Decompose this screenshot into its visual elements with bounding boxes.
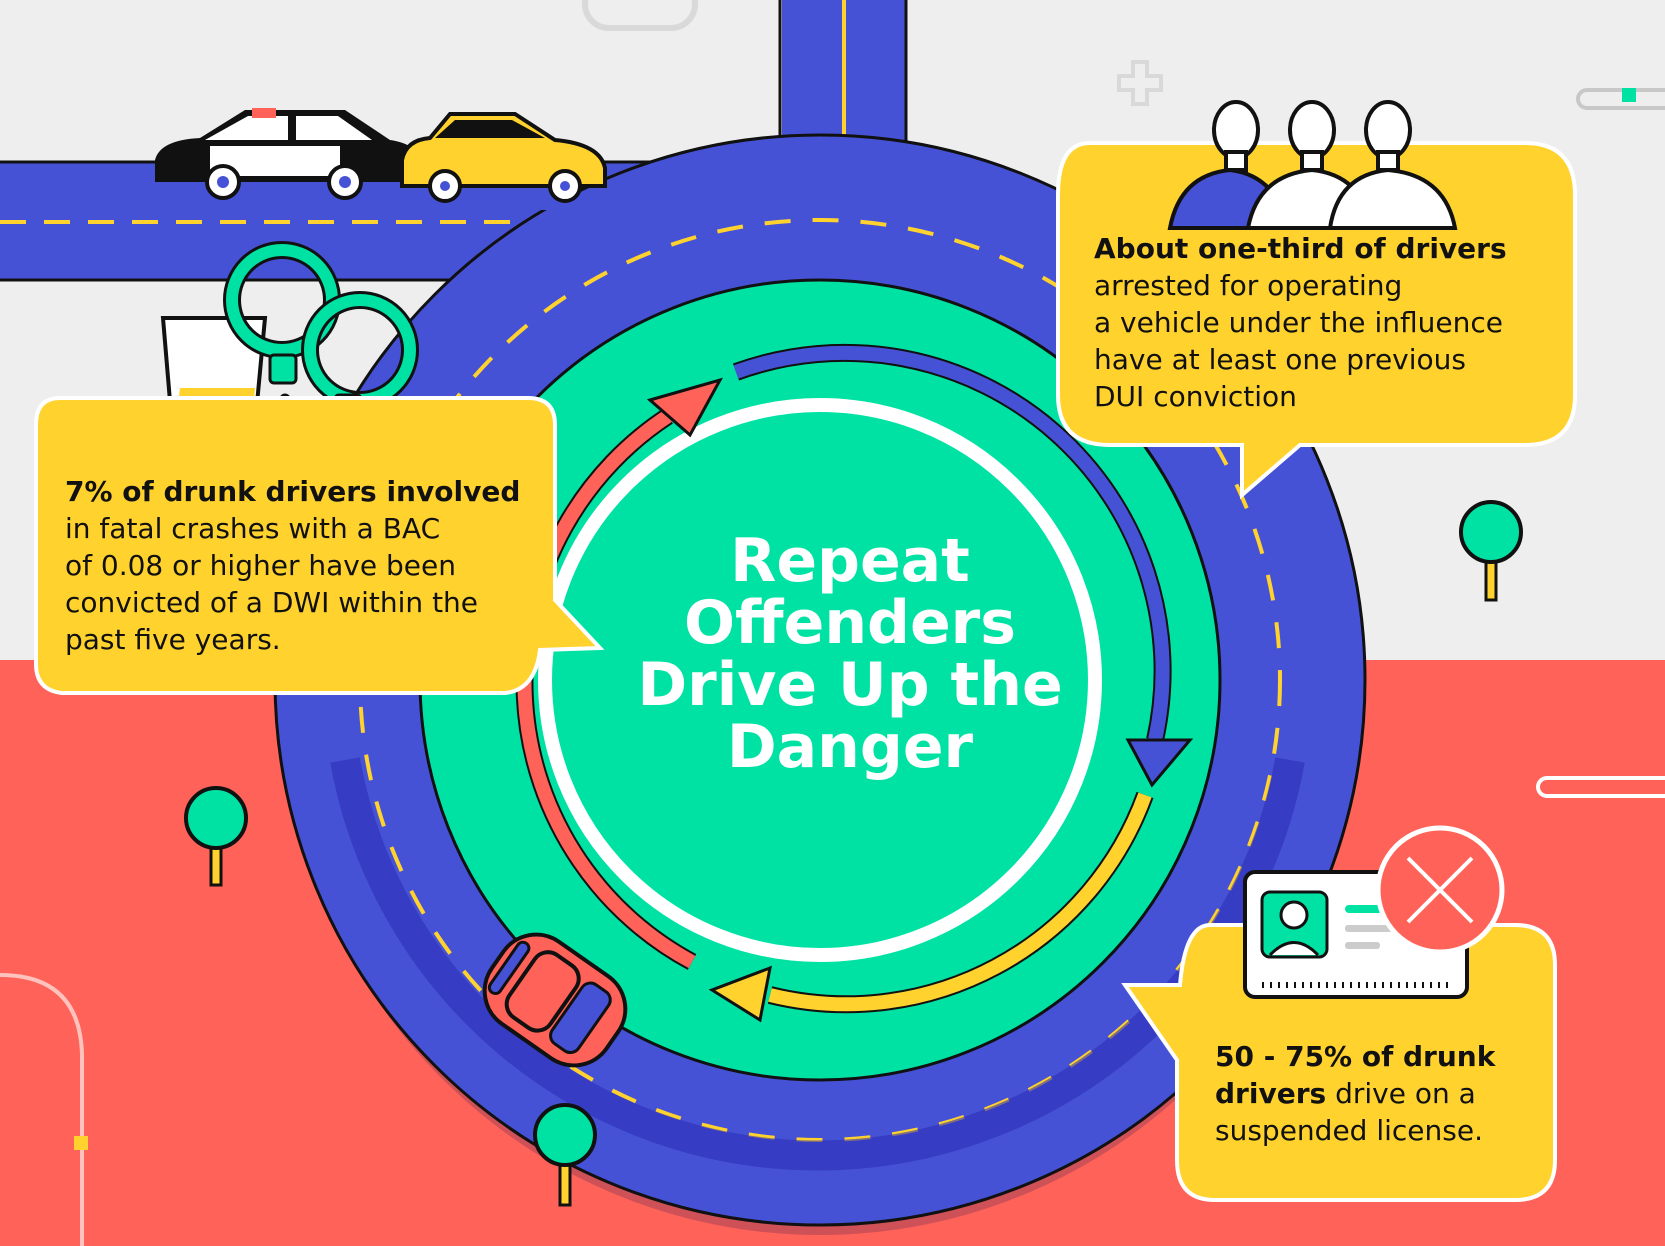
fact-bottom-right-rest: drive on a [1326, 1077, 1476, 1110]
title-line-4: Danger [726, 712, 974, 782]
fact-bottom-right-line: suspended license. [1215, 1114, 1483, 1147]
fact-left-line: convicted of a DWI within the [65, 586, 479, 619]
deco-curve [0, 973, 84, 1246]
x-mark-icon [1375, 825, 1505, 955]
arrow-head-red [646, 377, 724, 438]
deco-plus [1117, 60, 1163, 106]
deco-pill [582, 0, 698, 31]
fact-left-line: in fatal crashes with a BAC [65, 512, 441, 545]
arrow-head-blue [1125, 738, 1194, 788]
fact-left-line: of 0.08 or higher have been [65, 549, 456, 582]
deco-pill-white [1536, 776, 1665, 798]
red-car-icon [482, 932, 628, 1068]
people-icon [1167, 100, 1458, 230]
fact-top-right-line: have at least one previous [1094, 343, 1466, 376]
fact-top-right-line: DUI conviction [1094, 380, 1297, 413]
title-line-1: Repeat [730, 526, 970, 596]
fact-top-right-line: a vehicle under the influence [1094, 306, 1503, 339]
police-car-icon [155, 108, 420, 210]
fact-bottom-right-bold: 50 - 75% of drunk [1215, 1040, 1496, 1073]
fact-top-right-line: arrested for operating [1094, 269, 1403, 302]
fact-bottom-right-text: 50 - 75% of drunk drivers drive on a sus… [1215, 1038, 1545, 1149]
fact-top-right-bold: About one-third of drivers [1094, 232, 1507, 265]
deco-square-yellow [74, 1136, 88, 1150]
bubble-top-right [1056, 141, 1577, 500]
arrow-head-yellow [708, 965, 772, 1023]
fact-top-right-text: About one-third of drivers arrested for … [1094, 230, 1574, 415]
cycle-arrows [515, 343, 1194, 1023]
fact-left-bold: 7% of drunk drivers involved [65, 475, 521, 508]
fact-left-text: 7% of drunk drivers involved in fatal cr… [65, 473, 545, 658]
title-line-3: Drive Up the [637, 650, 1063, 720]
tree-icon [184, 786, 248, 887]
bubble-left [34, 396, 605, 695]
deco-square [1622, 88, 1636, 102]
main-title: Repeat Offenders Drive Up the Danger [610, 530, 1090, 778]
taxi-icon [400, 112, 607, 210]
tree-icon [1459, 500, 1523, 602]
fact-bottom-right-bold-2: drivers [1215, 1077, 1327, 1110]
tree-icon [533, 1103, 597, 1207]
inner-white-ring [538, 398, 1102, 962]
fact-left-line: past five years. [65, 623, 281, 656]
title-line-2: Offenders [684, 588, 1016, 658]
